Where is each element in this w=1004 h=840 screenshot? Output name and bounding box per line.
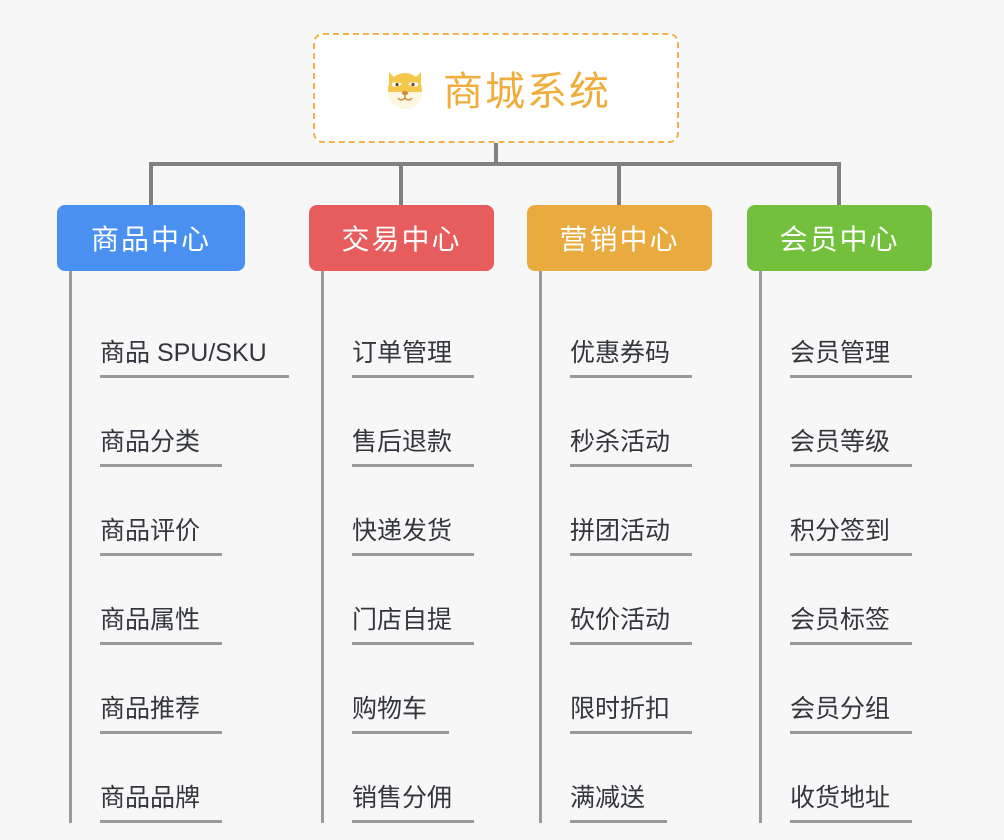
leaf-label: 积分签到 xyxy=(790,511,913,556)
leaf-label: 优惠券码 xyxy=(570,333,693,378)
leaf-item[interactable]: 砍价活动 xyxy=(542,556,712,645)
leaf-label: 会员标签 xyxy=(790,600,913,645)
leaf-item[interactable]: 会员分组 xyxy=(762,645,932,734)
leaf-item[interactable]: 商品 SPU/SKU xyxy=(72,289,289,378)
branch-column-3: 营销中心 优惠券码 秒杀活动 拼团活动 砍价活动 限时折扣 满减送 xyxy=(527,205,712,823)
connector-stem xyxy=(494,143,498,165)
leaf-item[interactable]: 积分签到 xyxy=(762,467,932,556)
leaf-item[interactable]: 商品评价 xyxy=(72,467,245,556)
branch-header-label-3: 营销中心 xyxy=(559,224,680,255)
leaf-label: 会员管理 xyxy=(790,333,913,378)
leaf-label: 商品品牌 xyxy=(100,778,223,823)
leaf-item[interactable]: 拼团活动 xyxy=(542,467,712,556)
root-node[interactable]: 商城系统 xyxy=(313,33,679,143)
leaf-item[interactable]: 商品品牌 xyxy=(72,734,245,823)
leaf-item[interactable]: 满减送 xyxy=(542,734,712,823)
branch-body-1: 商品 SPU/SKU 商品分类 商品评价 商品属性 商品推荐 商品品牌 xyxy=(69,271,289,823)
leaf-label: 砍价活动 xyxy=(570,600,693,645)
leaf-label: 会员等级 xyxy=(790,422,913,467)
connector-drop-1 xyxy=(149,162,153,207)
branch-header-2[interactable]: 交易中心 xyxy=(309,205,494,271)
leaf-label: 满减送 xyxy=(570,778,668,823)
branch-column-1: 商品中心 商品 SPU/SKU 商品分类 商品评价 商品属性 商品推荐 商品品牌 xyxy=(57,205,289,823)
leaf-item[interactable]: 限时折扣 xyxy=(542,645,712,734)
leaf-item[interactable]: 商品分类 xyxy=(72,378,245,467)
connector-bus xyxy=(149,162,841,166)
leaf-label: 商品属性 xyxy=(100,600,223,645)
branch-header-3[interactable]: 营销中心 xyxy=(527,205,712,271)
dog-face-icon xyxy=(381,64,429,112)
root-title: 商城系统 xyxy=(443,70,611,114)
leaf-item[interactable]: 售后退款 xyxy=(324,378,494,467)
branch-body-4: 会员管理 会员等级 积分签到 会员标签 会员分组 收货地址 xyxy=(759,271,932,823)
leaf-label: 会员分组 xyxy=(790,689,913,734)
leaf-item[interactable]: 会员等级 xyxy=(762,378,932,467)
leaf-item[interactable]: 商品推荐 xyxy=(72,645,245,734)
leaf-label: 收货地址 xyxy=(790,778,913,823)
leaf-item[interactable]: 订单管理 xyxy=(324,289,494,378)
leaf-label: 商品评价 xyxy=(100,511,223,556)
leaf-item[interactable]: 快递发货 xyxy=(324,467,494,556)
leaf-item[interactable]: 收货地址 xyxy=(762,734,932,823)
leaf-label: 订单管理 xyxy=(352,333,475,378)
leaf-label: 秒杀活动 xyxy=(570,422,693,467)
leaf-label: 购物车 xyxy=(352,689,450,734)
connector-drop-3 xyxy=(617,162,621,207)
leaf-label: 门店自提 xyxy=(352,600,475,645)
leaf-item[interactable]: 购物车 xyxy=(324,645,494,734)
leaf-label: 限时折扣 xyxy=(570,689,693,734)
leaf-item[interactable]: 会员标签 xyxy=(762,556,932,645)
leaf-item[interactable]: 商品属性 xyxy=(72,556,245,645)
branch-header-label-1: 商品中心 xyxy=(90,224,211,255)
branch-header-label-4: 会员中心 xyxy=(779,224,900,255)
leaf-item[interactable]: 会员管理 xyxy=(762,289,932,378)
leaf-item[interactable]: 销售分佣 xyxy=(324,734,494,823)
leaf-item[interactable]: 优惠券码 xyxy=(542,289,712,378)
leaf-label: 快递发货 xyxy=(352,511,475,556)
leaf-label: 商品 SPU/SKU xyxy=(100,333,289,378)
branch-column-4: 会员中心 会员管理 会员等级 积分签到 会员标签 会员分组 收货地址 xyxy=(747,205,932,823)
leaf-label: 商品分类 xyxy=(100,422,223,467)
branch-column-2: 交易中心 订单管理 售后退款 快递发货 门店自提 购物车 销售分佣 xyxy=(309,205,494,823)
leaf-item[interactable]: 门店自提 xyxy=(324,556,494,645)
branch-body-2: 订单管理 售后退款 快递发货 门店自提 购物车 销售分佣 xyxy=(321,271,494,823)
branch-header-label-2: 交易中心 xyxy=(341,224,462,255)
branch-header-4[interactable]: 会员中心 xyxy=(747,205,932,271)
leaf-item[interactable]: 秒杀活动 xyxy=(542,378,712,467)
leaf-label: 销售分佣 xyxy=(352,778,475,823)
branch-body-3: 优惠券码 秒杀活动 拼团活动 砍价活动 限时折扣 满减送 xyxy=(539,271,712,823)
leaf-label: 商品推荐 xyxy=(100,689,223,734)
connector-drop-2 xyxy=(399,162,403,207)
leaf-label: 拼团活动 xyxy=(570,511,693,556)
connector-drop-4 xyxy=(837,162,841,207)
branch-header-1[interactable]: 商品中心 xyxy=(57,205,245,271)
leaf-label: 售后退款 xyxy=(352,422,475,467)
